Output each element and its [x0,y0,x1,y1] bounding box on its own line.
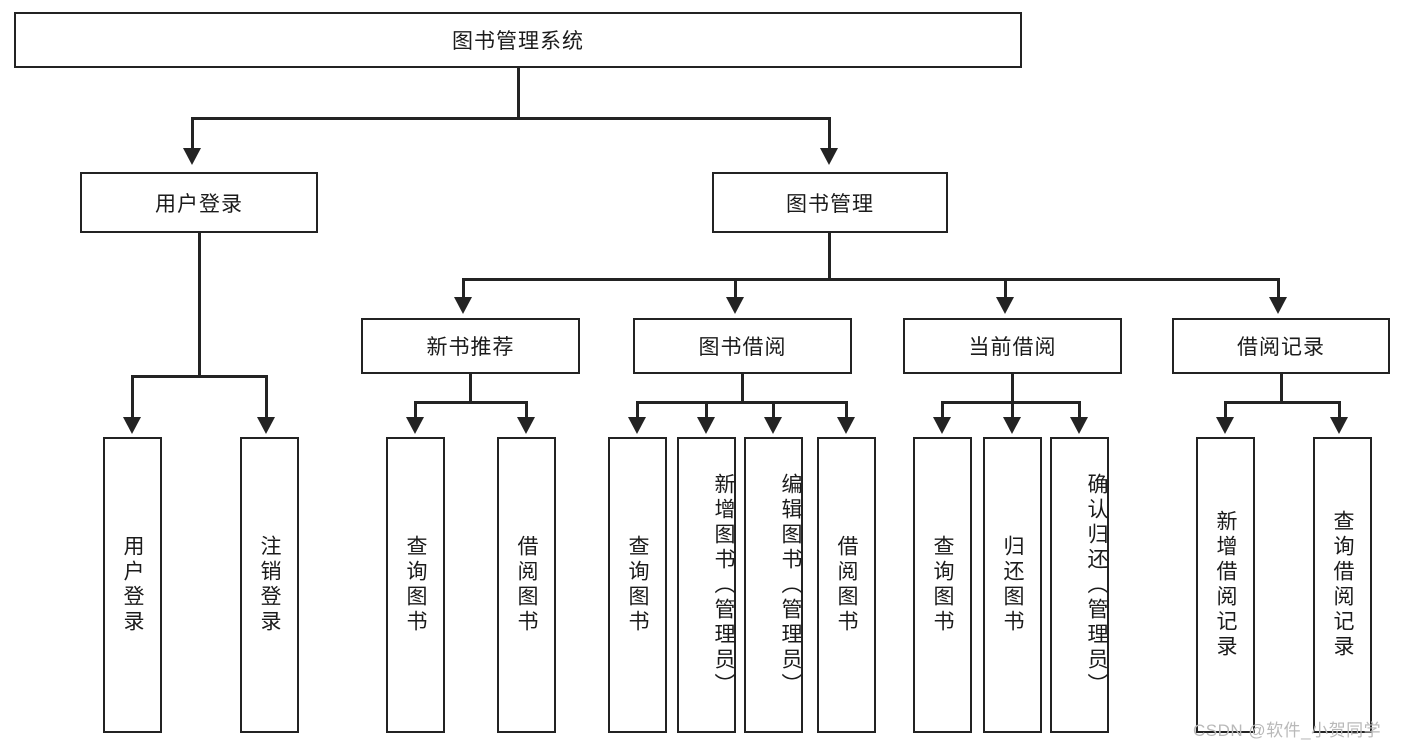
node-user-login[interactable]: 用户登录 [80,172,318,233]
arrowhead-leaf-borrow-book-2 [837,417,855,434]
leaf-add-borrow-record[interactable]: 新增借阅记录 [1196,437,1255,733]
leaf-user-login[interactable]: 用户登录 [103,437,162,733]
connector-bm-to-new-book [462,278,465,308]
leaf-query-book-current[interactable]: 查询图书 [913,437,972,733]
connector-user-login-bus [131,375,268,378]
arrowhead-leaf-query-borrow-record [1330,417,1348,434]
leaf-query-borrow-record[interactable]: 查询借阅记录 [1313,437,1372,733]
node-label: 新增借阅记录 [1214,510,1237,660]
leaf-return-book[interactable]: 归还图书 [983,437,1042,733]
arrowhead-book-borrow [726,297,744,314]
node-book-borrow[interactable]: 图书借阅 [633,318,852,374]
node-label: 当前借阅 [968,336,1057,359]
arrowhead-leaf-logout-login [257,417,275,434]
connector-root-bus [191,117,831,120]
node-label: 归还图书 [1001,535,1024,635]
node-label: 查询图书 [404,535,427,635]
leaf-logout-login[interactable]: 注销登录 [240,437,299,733]
node-label: 图书管理系统 [452,30,584,53]
node-label: 借阅图书 [835,535,858,635]
node-borrow-record[interactable]: 借阅记录 [1172,318,1390,374]
connector-bm-to-borrow-record [1277,278,1280,308]
connector-user-login-stem [198,233,201,376]
node-label: 编辑图书（管理员） [779,472,802,698]
node-new-book-recommend[interactable]: 新书推荐 [361,318,580,374]
arrowhead-leaf-edit-book-admin [764,417,782,434]
arrowhead-leaf-return-book [1003,417,1021,434]
arrowhead-leaf-add-borrow-record [1216,417,1234,434]
node-current-borrow[interactable]: 当前借阅 [903,318,1122,374]
leaf-query-book-borrow[interactable]: 查询图书 [608,437,667,733]
leaf-edit-book-admin[interactable]: 编辑图书（管理员） [744,437,803,733]
connector-current-borrow-stem [1011,374,1014,402]
leaf-add-book-admin[interactable]: 新增图书（管理员） [677,437,736,733]
node-label: 借阅记录 [1237,336,1325,359]
connector-new-book-stem [469,374,472,402]
node-label: 用户登录 [155,192,243,216]
node-label: 新书推荐 [426,336,515,359]
connector-user-login-to-leaf2 [265,375,268,418]
leaf-borrow-book-borrow[interactable]: 借阅图书 [817,437,876,733]
arrowhead-leaf-query-book-2 [628,417,646,434]
connector-root-stem [517,68,520,118]
leaf-borrow-book-new-book[interactable]: 借阅图书 [497,437,556,733]
arrowhead-user-login [183,148,201,165]
connector-bb-to-leaf3 [772,401,775,419]
connector-root-to-book-management [828,117,831,149]
node-label: 借阅图书 [515,535,538,635]
arrowhead-leaf-add-book-admin [697,417,715,434]
connector-bb-to-leaf1 [636,401,639,419]
arrowhead-leaf-confirm-return-admin [1070,417,1088,434]
leaf-confirm-return-admin[interactable]: 确认归还（管理员） [1050,437,1109,733]
connector-book-borrow-stem [741,374,744,402]
node-label: 查询借阅记录 [1331,510,1354,660]
connector-user-login-to-leaf1 [131,375,134,418]
connector-new-book-to-leaf2 [525,401,528,419]
arrowhead-current-borrow [996,297,1014,314]
node-label: 注销登录 [258,535,281,635]
arrowhead-borrow-record [1269,297,1287,314]
connector-bb-to-leaf2 [705,401,708,419]
connector-borrow-record-stem [1280,374,1283,402]
arrowhead-leaf-borrow-book-1 [517,417,535,434]
connector-cb-to-leaf3 [1078,401,1081,419]
connector-new-book-to-leaf1 [414,401,417,419]
connector-cb-to-leaf2 [1011,401,1014,419]
connector-bm-to-book-borrow [734,278,737,308]
arrowhead-new-book-recommend [454,297,472,314]
connector-root-to-user-login [191,117,194,149]
arrowhead-leaf-user-login [123,417,141,434]
leaf-query-book-new-book[interactable]: 查询图书 [386,437,445,733]
arrowhead-book-management [820,148,838,165]
node-book-management[interactable]: 图书管理 [712,172,948,233]
node-label: 新增图书（管理员） [712,472,735,698]
node-label: 查询图书 [931,535,954,635]
connector-br-to-leaf1 [1224,401,1227,419]
connector-book-management-stem [828,233,831,279]
connector-borrow-record-bus [1224,401,1341,404]
connector-bb-to-leaf4 [845,401,848,419]
connector-book-management-bus [462,278,1280,281]
node-label: 用户登录 [121,535,144,635]
connector-br-to-leaf2 [1338,401,1341,419]
node-book-management-system[interactable]: 图书管理系统 [14,12,1022,68]
node-label: 确认归还（管理员） [1085,472,1108,698]
arrowhead-leaf-query-book-3 [933,417,951,434]
node-label: 查询图书 [626,535,649,635]
csdn-watermark: CSDN @软件_小贺同学 [1193,721,1382,740]
node-label: 图书管理 [786,192,874,216]
connector-new-book-bus [414,401,528,404]
arrowhead-leaf-query-book-1 [406,417,424,434]
connector-cb-to-leaf1 [941,401,944,419]
node-label: 图书借阅 [698,336,787,359]
connector-bm-to-current-borrow [1004,278,1007,308]
connector-book-borrow-bus [636,401,848,404]
